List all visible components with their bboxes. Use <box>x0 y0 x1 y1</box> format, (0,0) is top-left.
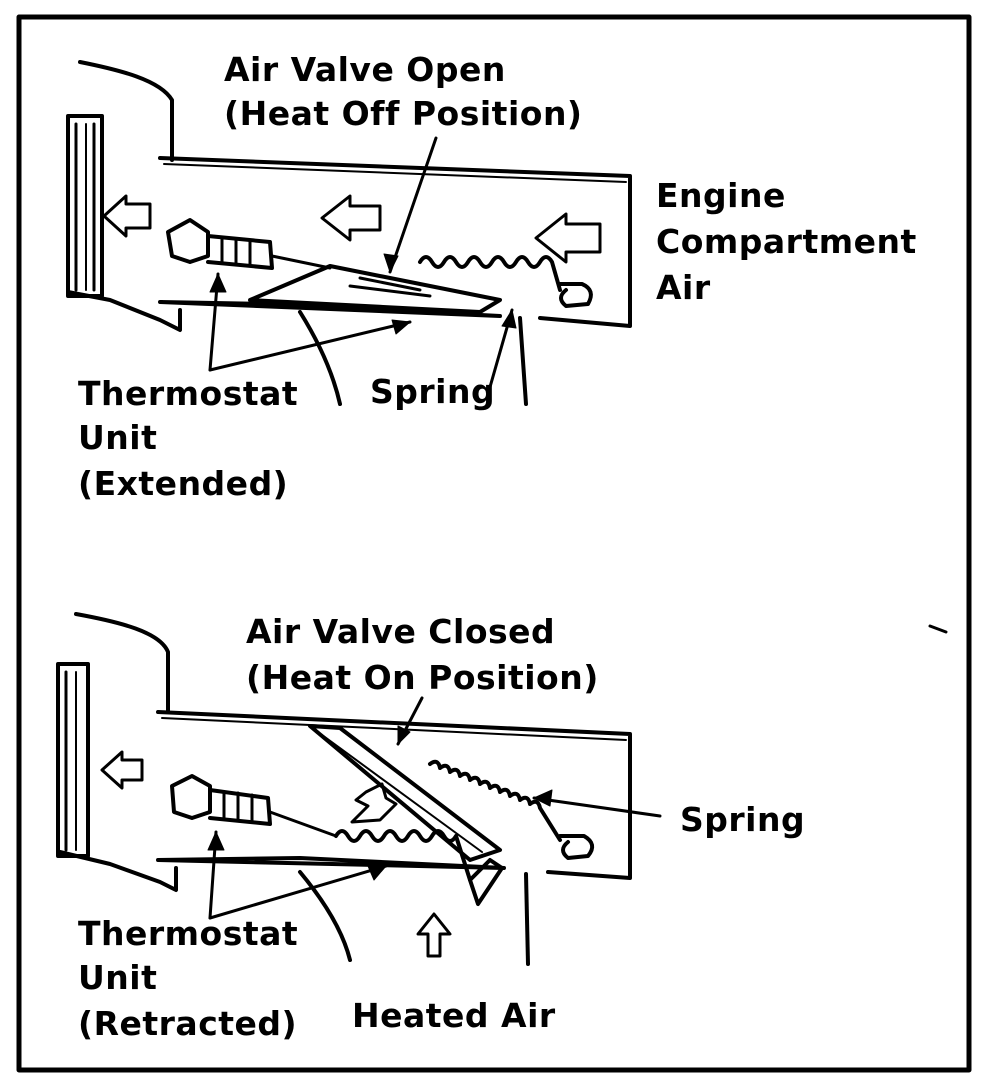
top-flow-arrow-left <box>102 194 152 238</box>
top-thermostat-label-line3: (Extended) <box>78 464 289 503</box>
bottom-snorkel-duct <box>156 710 632 880</box>
top-valve-plate <box>248 264 502 314</box>
top-spring-hook <box>558 282 593 308</box>
bottom-spring-hook <box>558 834 595 860</box>
bottom-spring-leader <box>532 796 662 818</box>
scan-speck <box>928 624 948 634</box>
bottom-actuator-spring <box>334 829 472 882</box>
bottom-spring <box>428 759 562 842</box>
top-flow-arrow-middle <box>320 194 382 242</box>
top-thermostat-label-line2: Unit <box>78 418 158 457</box>
top-flow-arrow-right <box>534 212 602 264</box>
bottom-valve-subtitle: (Heat On Position) <box>246 658 599 697</box>
bottom-flow-arrow-left <box>100 750 144 790</box>
bottom-housing-lower <box>58 850 178 892</box>
top-filter-element <box>66 114 104 298</box>
top-spring-label: Spring <box>370 372 496 411</box>
bottom-lower-pipe <box>298 870 352 962</box>
top-thermostat-rod <box>270 254 332 270</box>
bottom-housing-outline <box>74 612 170 714</box>
engine-label-line3: Air <box>656 268 711 307</box>
bottom-thermostat-label-line1: Thermostat <box>78 914 299 953</box>
bottom-valve-title: Air Valve Closed <box>246 612 556 651</box>
top-valve-leader <box>388 136 438 274</box>
top-valve-title: Air Valve Open <box>224 50 506 89</box>
outer-border <box>16 14 972 1073</box>
bottom-thermostat-head <box>170 774 212 820</box>
top-lower-pipe <box>298 310 342 406</box>
bottom-thermostat-label-line3: (Retracted) <box>78 1004 298 1043</box>
top-thermostat-head <box>166 218 210 264</box>
bottom-thermostat-rod <box>268 810 338 838</box>
top-thermostat-body <box>206 234 274 270</box>
bottom-filter-element <box>56 662 90 858</box>
top-assembly <box>66 60 632 406</box>
bottom-flow-arrow-up <box>350 782 398 824</box>
engine-label-line1: Engine <box>656 176 786 215</box>
bottom-valve-plate <box>308 724 502 862</box>
top-valve-subtitle: (Heat Off Position) <box>224 94 583 133</box>
top-housing-outline <box>78 60 174 162</box>
bottom-thermostat-label-line2: Unit <box>78 958 158 997</box>
top-thermostat-leader-b <box>208 320 412 372</box>
top-spring <box>418 255 562 292</box>
engine-label-line2: Compartment <box>656 222 917 261</box>
bottom-spring-label: Spring <box>680 800 806 839</box>
bottom-thermostat-leader-b <box>208 864 388 920</box>
bottom-assembly <box>56 612 662 966</box>
heated-air-label: Heated Air <box>352 996 556 1035</box>
bottom-thermostat-body <box>208 788 272 826</box>
heated-air-arrow <box>416 912 452 958</box>
top-thermostat-label-line1: Thermostat <box>78 374 299 413</box>
